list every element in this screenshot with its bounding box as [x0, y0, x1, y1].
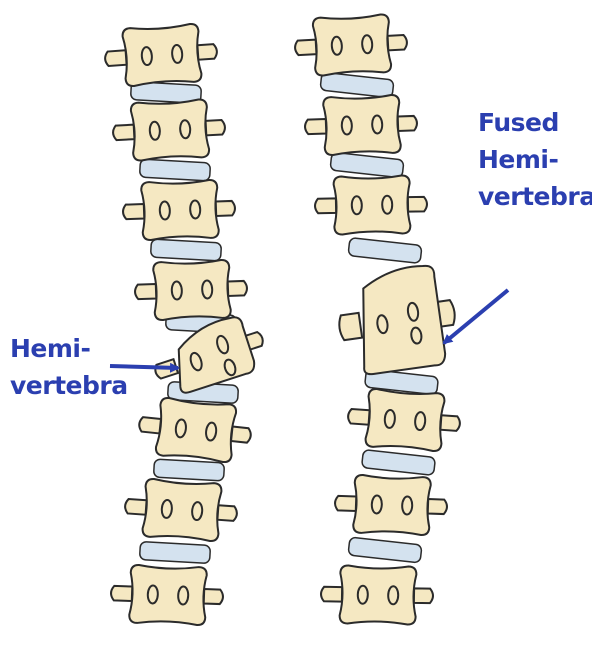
intervertebral-disc [362, 450, 436, 476]
fused-hemivertebra-label: Fused Hemi- vertebra [478, 104, 592, 215]
disc-shape [348, 537, 422, 563]
transverse-process-left [135, 284, 156, 299]
vertebral-body [339, 565, 416, 624]
vertebral-body [313, 14, 392, 76]
disc-shape [320, 72, 394, 98]
intervertebral-disc [139, 542, 210, 564]
intervertebral-disc [348, 537, 422, 563]
vertebra [304, 94, 418, 156]
vertebra [294, 13, 409, 77]
transverse-process-right [388, 35, 408, 50]
intervertebral-disc [153, 459, 224, 481]
transverse-process-right [206, 120, 226, 135]
transverse-process-right [414, 588, 433, 603]
intervertebral-disc [320, 72, 394, 98]
vertebra [110, 564, 224, 626]
vertebra [136, 395, 253, 464]
vertebral-body [155, 397, 237, 463]
transverse-process-left [113, 125, 135, 141]
vertebra [315, 175, 428, 235]
vertebra [134, 259, 248, 321]
vertebra [334, 474, 448, 536]
vertebral-body [131, 99, 210, 161]
transverse-process-right [217, 505, 237, 521]
vertebral-body [323, 95, 401, 156]
vertebral-body [129, 565, 207, 626]
disc-shape [362, 450, 436, 476]
transverse-process-right [231, 427, 251, 443]
transverse-process-left [335, 496, 356, 511]
spine-with-fused-hemivertebra [294, 13, 462, 625]
vertebra [123, 477, 239, 543]
transverse-process-right [228, 281, 247, 296]
intervertebral-disc [139, 159, 210, 181]
intervertebral-disc [348, 238, 422, 264]
transverse-process-right [204, 589, 223, 604]
vertebral-body [365, 388, 445, 451]
transverse-process-left [105, 50, 127, 66]
transverse-process-left [321, 587, 342, 602]
vertebra [346, 387, 462, 453]
transverse-process-left [295, 40, 317, 56]
fused-hemivertebra-label-line-2: Hemi- [478, 141, 592, 178]
transverse-process-left [338, 313, 362, 341]
transverse-process-left [111, 586, 132, 601]
transverse-process-right [428, 499, 447, 514]
vertebral-body [122, 23, 202, 86]
disc-shape [150, 239, 221, 261]
vertebral-body [153, 260, 231, 321]
fused-hemivertebra [333, 262, 462, 378]
transverse-process-right [197, 44, 217, 60]
vertebra [321, 565, 434, 625]
transverse-process-right [398, 116, 417, 131]
transverse-process-left [305, 119, 326, 134]
hemivertebra-label-line-1: Hemi- [10, 330, 128, 367]
vertebral-body [142, 478, 222, 541]
hemivertebra-label-line-2: vertebra [10, 367, 128, 404]
fused-hemivertebra-label-line-3: vertebra [478, 178, 592, 215]
vertebra [103, 22, 219, 88]
disc-shape [153, 459, 224, 481]
transverse-process-right [216, 201, 235, 216]
transverse-process-left [123, 204, 144, 219]
intervertebral-disc [150, 239, 221, 261]
spine-with-hemivertebra [103, 22, 271, 626]
disc-shape [139, 542, 210, 564]
vertebral-body [351, 264, 447, 376]
disc-shape [330, 152, 404, 178]
transverse-process-right [440, 415, 460, 431]
vertebra [122, 179, 236, 241]
transverse-process-left [315, 198, 336, 213]
intervertebral-disc [330, 152, 404, 178]
transverse-process-left [348, 409, 370, 425]
vertebra [112, 98, 227, 162]
disc-shape [348, 238, 422, 264]
transverse-process-left [125, 499, 147, 515]
disc-shape [139, 159, 210, 181]
vertebral-body [353, 475, 431, 536]
vertebral-body [333, 175, 410, 234]
vertebral-body [141, 180, 219, 241]
transverse-process-left [139, 417, 161, 434]
fused-hemivertebra-label-line-1: Fused [478, 104, 592, 141]
transverse-process-right [408, 197, 427, 212]
hemivertebra-label: Hemi- vertebra [10, 330, 128, 404]
